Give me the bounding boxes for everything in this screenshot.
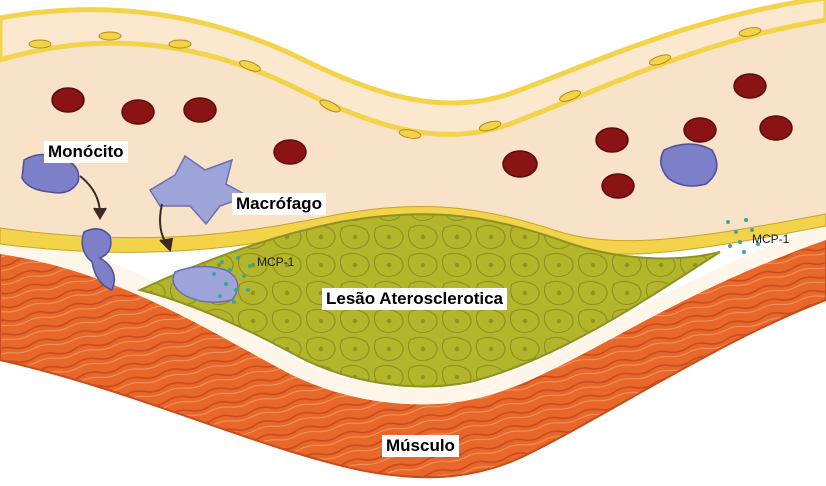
- macrophage-label: Macrófago: [232, 193, 326, 215]
- muscle-label: Músculo: [382, 435, 459, 457]
- mcp1-label-right: MCP-1: [752, 232, 789, 246]
- mcp1-label-left: MCP-1: [257, 255, 294, 269]
- monocyte-label: Monócito: [44, 141, 128, 163]
- lesion-label: Lesão Aterosclerotica: [322, 288, 507, 310]
